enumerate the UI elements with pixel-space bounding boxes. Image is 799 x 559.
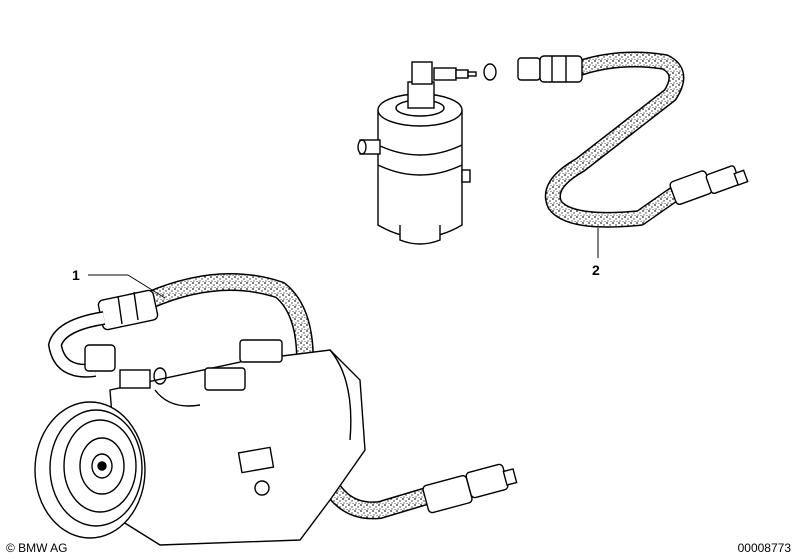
- pressure-hose-1-icon[interactable]: [47, 273, 518, 520]
- diagram-reference-number: 00008773: [737, 541, 791, 555]
- sealing-ring-icon[interactable]: [483, 63, 497, 81]
- ac-compressor-icon[interactable]: [34, 339, 366, 546]
- callout-1: 1: [72, 267, 166, 299]
- receiver-drier-icon[interactable]: [357, 61, 477, 245]
- copyright-text: © BMW AG: [6, 541, 68, 555]
- callout-1-label: 1: [72, 267, 80, 283]
- callout-2-label: 2: [592, 262, 600, 278]
- callout-2: 2: [592, 228, 600, 278]
- pressure-hose-2-icon[interactable]: [517, 51, 749, 228]
